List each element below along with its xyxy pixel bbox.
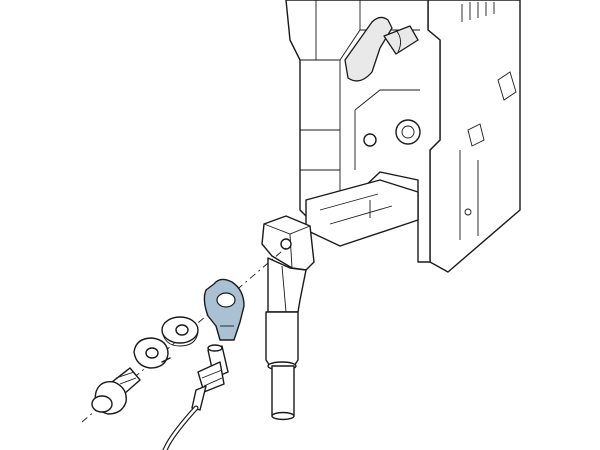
flat-washer [161, 316, 199, 347]
breaker-frame [285, 0, 521, 273]
screw [91, 367, 141, 415]
spring-washer [133, 337, 171, 369]
frame-side-plate [427, 0, 521, 273]
lug-ring-hole [216, 292, 236, 308]
frame-hole-large [395, 119, 421, 145]
terminal-rod [265, 311, 299, 367]
terminal-connector [261, 215, 315, 421]
wire-with-crimp-sleeve [162, 344, 229, 450]
lug-body [203, 278, 245, 341]
frame-side-window-1 [497, 71, 517, 101]
crimp-collar [197, 361, 225, 393]
frame-side-window-2 [467, 123, 485, 147]
terminal-pin [271, 365, 295, 417]
ring-terminal-lug [203, 278, 245, 341]
frame-hole-small [363, 133, 377, 147]
frame-vent-slots [461, 2, 495, 22]
terminal-screw-hole [280, 238, 292, 250]
